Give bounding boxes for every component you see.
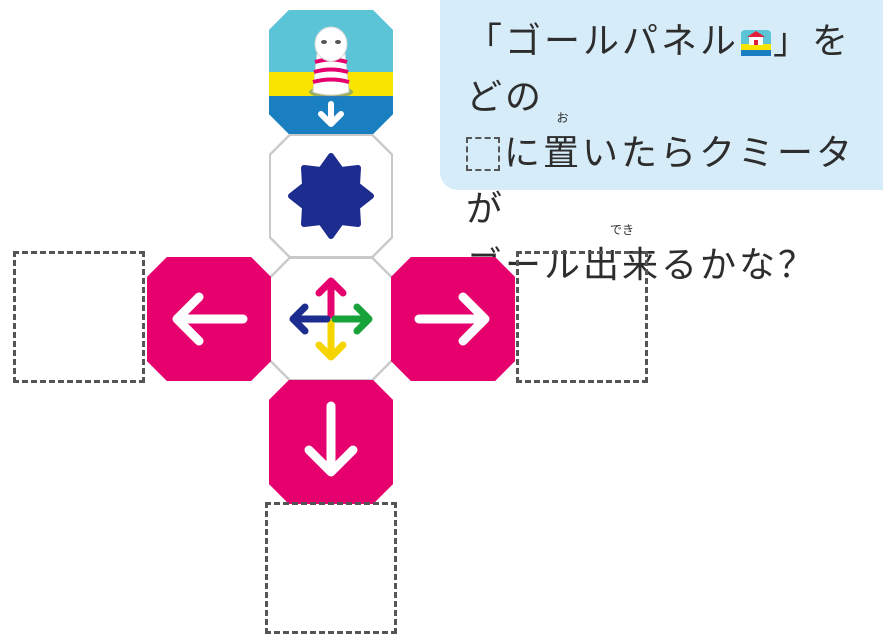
star-panel [269, 134, 393, 258]
goal-panel [269, 10, 393, 134]
question-bubble [440, 0, 883, 190]
left-empty-slot[interactable] [13, 251, 145, 383]
four-way-arrow-icon [289, 277, 373, 361]
goal-panel-illustration [269, 10, 393, 134]
ruby-oku: お置 [543, 111, 583, 174]
right-empty-slot[interactable] [516, 251, 648, 383]
bottom-empty-slot[interactable] [265, 502, 397, 634]
question-line-2: にお置いたらクミータが [466, 111, 856, 230]
empty-slot-mini-icon [466, 137, 500, 171]
down-arrow-icon [304, 401, 358, 477]
question-line-1: 「ゴールパネル」をどの [466, 14, 876, 126]
left-arrow-icon [172, 292, 248, 346]
four-way-arrow-panel [269, 257, 393, 381]
left-arrow-panel [147, 257, 271, 381]
goal-panel-mini-icon [741, 17, 772, 56]
blue-star-icon [288, 153, 374, 239]
down-arrow-panel [269, 380, 393, 504]
right-arrow-icon [414, 292, 490, 346]
right-arrow-panel [391, 257, 515, 381]
